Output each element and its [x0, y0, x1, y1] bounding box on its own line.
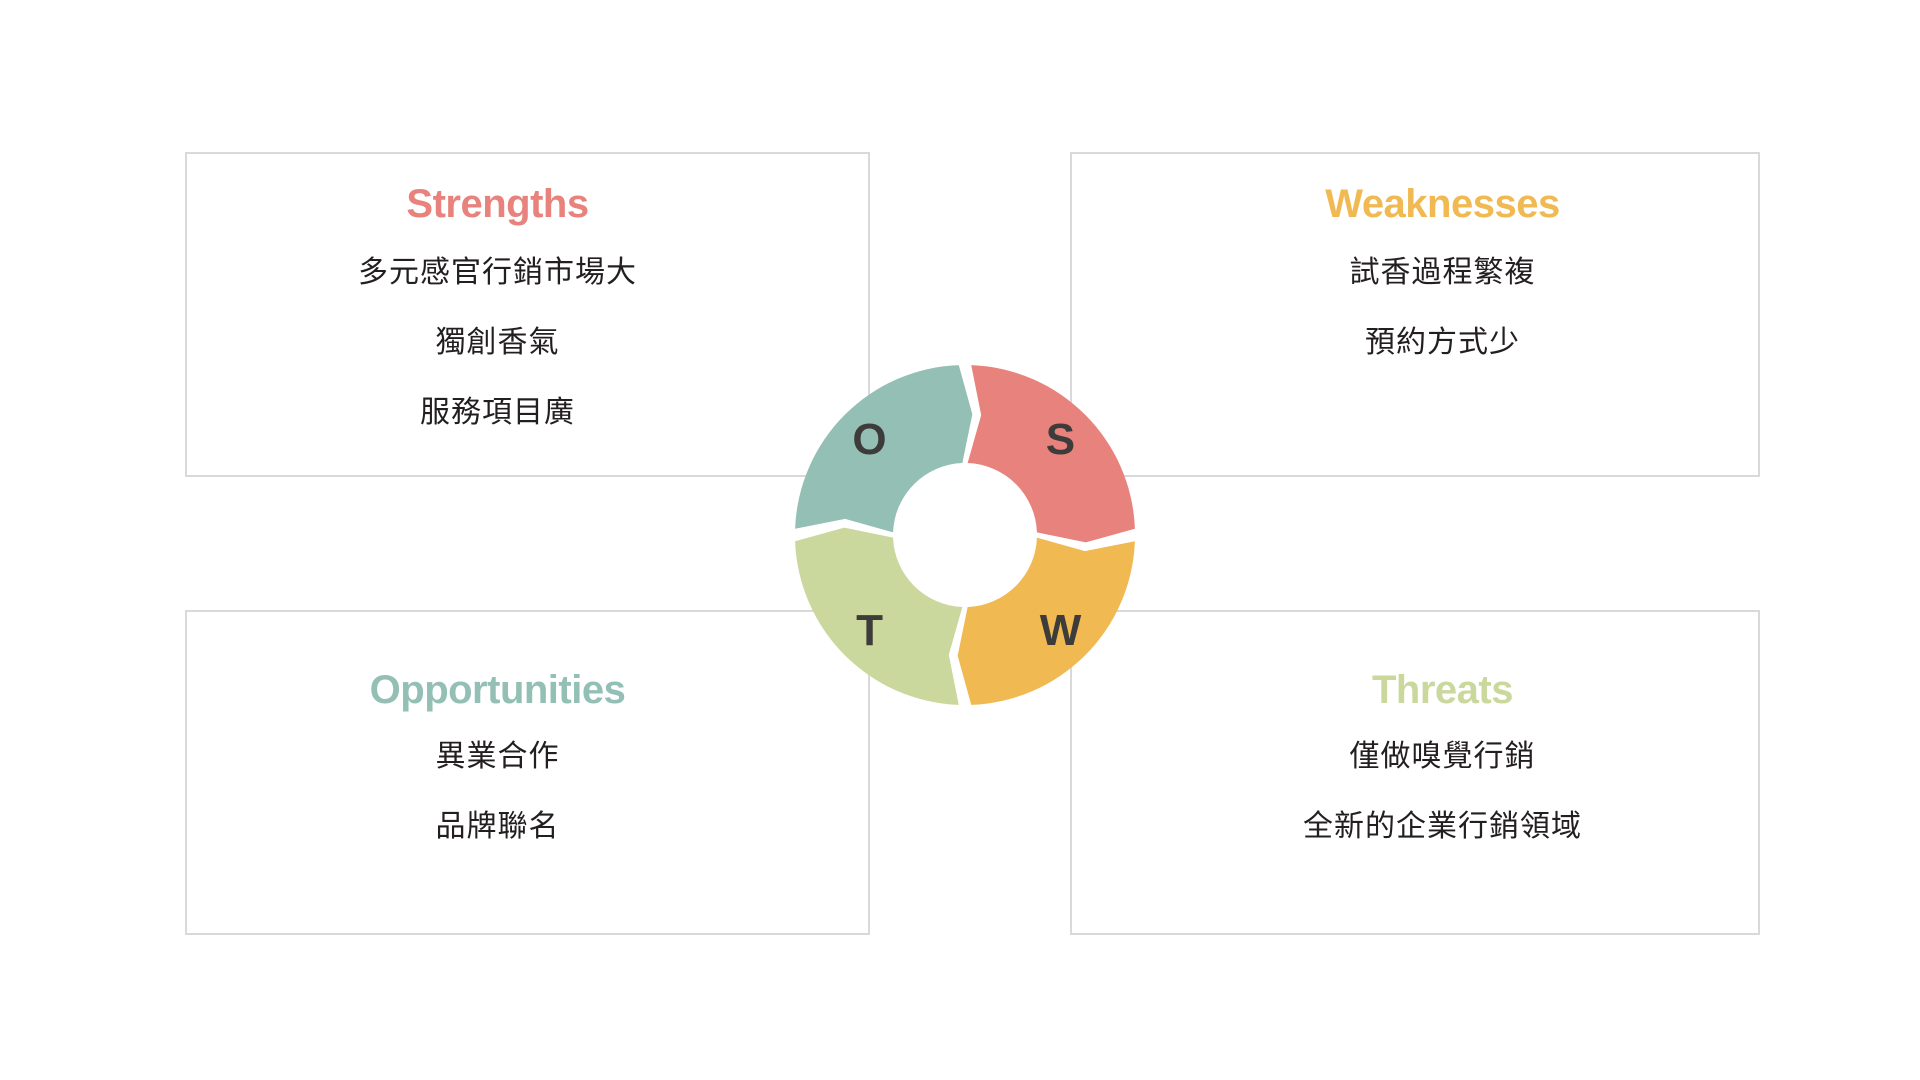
quadrant-weaknesses: Weaknesses 試香過程繁複 預約方式少	[1070, 152, 1760, 477]
quadrant-title-strengths: Strengths	[406, 182, 589, 226]
quadrant-item: 獨創香氣	[435, 326, 560, 359]
donut-letter-w: W	[1040, 606, 1082, 655]
quadrant-strengths: Strengths 多元感官行銷市場大 獨創香氣 服務項目廣	[185, 152, 870, 477]
donut-segment-w	[957, 537, 1135, 705]
quadrant-opportunities: Opportunities 異業合作 品牌聯名	[185, 610, 870, 935]
quadrant-title-threats: Threats	[1372, 668, 1514, 712]
donut-segment-s	[967, 365, 1135, 543]
quadrant-item: 多元感官行銷市場大	[358, 256, 637, 289]
quadrant-title-weaknesses: Weaknesses	[1325, 182, 1560, 226]
donut-letter-s: S	[1046, 415, 1075, 464]
quadrant-item: 僅做嗅覺行銷	[1349, 740, 1536, 773]
swot-donut-chart: S W T O	[750, 320, 1180, 750]
quadrant-item: 品牌聯名	[435, 810, 560, 843]
quadrant-threats: Threats 僅做嗅覺行銷 全新的企業行銷領域	[1070, 610, 1760, 935]
quadrant-title-opportunities: Opportunities	[369, 668, 626, 712]
donut-center-hole	[894, 464, 1036, 606]
quadrant-item: 服務項目廣	[420, 396, 575, 429]
quadrant-item: 全新的企業行銷領域	[1303, 810, 1582, 843]
donut-segment-o	[795, 365, 973, 533]
donut-letter-t: T	[856, 606, 883, 655]
donut-svg: S W T O	[795, 365, 1135, 705]
donut-segment-t	[795, 527, 963, 705]
quadrant-item: 預約方式少	[1365, 326, 1520, 359]
quadrant-item: 試香過程繁複	[1349, 256, 1536, 289]
quadrant-item: 異業合作	[435, 740, 560, 773]
donut-letter-o: O	[852, 415, 886, 464]
